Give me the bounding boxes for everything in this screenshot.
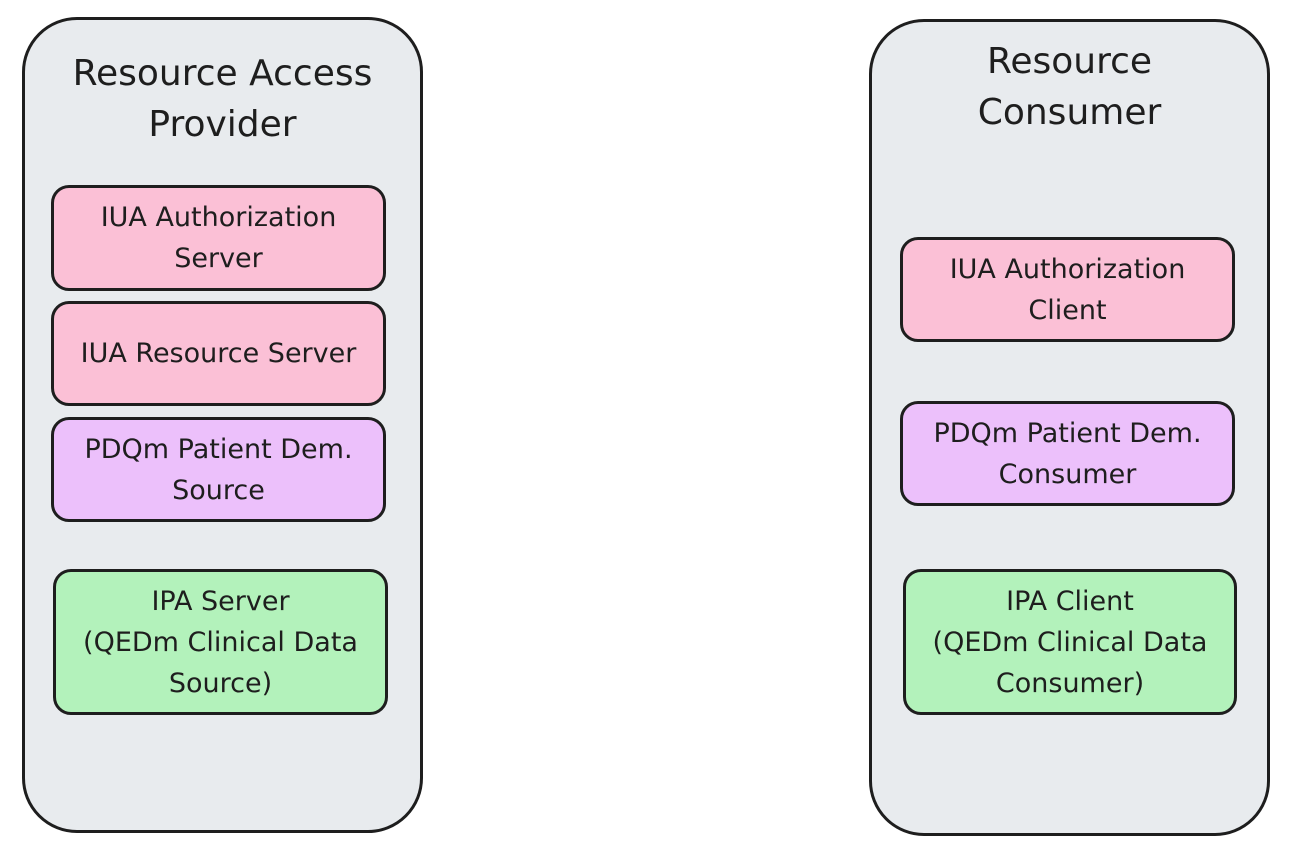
pdqm-patient-dem-source: PDQm Patient Dem. Source: [51, 417, 386, 522]
group-title: Resource Consumer: [977, 41, 1162, 133]
iua-resource-server: IUA Resource Server: [51, 301, 386, 406]
iua-authorization-client: IUA Authorization Client: [900, 237, 1235, 342]
pdqm-patient-dem-consumer: PDQm Patient Dem. Consumer: [900, 401, 1235, 506]
ipa-client: IPA Client (QEDm Clinical Data Consumer): [903, 569, 1237, 715]
ipa-server: IPA Server (QEDm Clinical Data Source): [53, 569, 388, 715]
group-title: Resource Access Provider: [72, 53, 373, 145]
iua-authorization-server: IUA Authorization Server: [51, 185, 386, 291]
